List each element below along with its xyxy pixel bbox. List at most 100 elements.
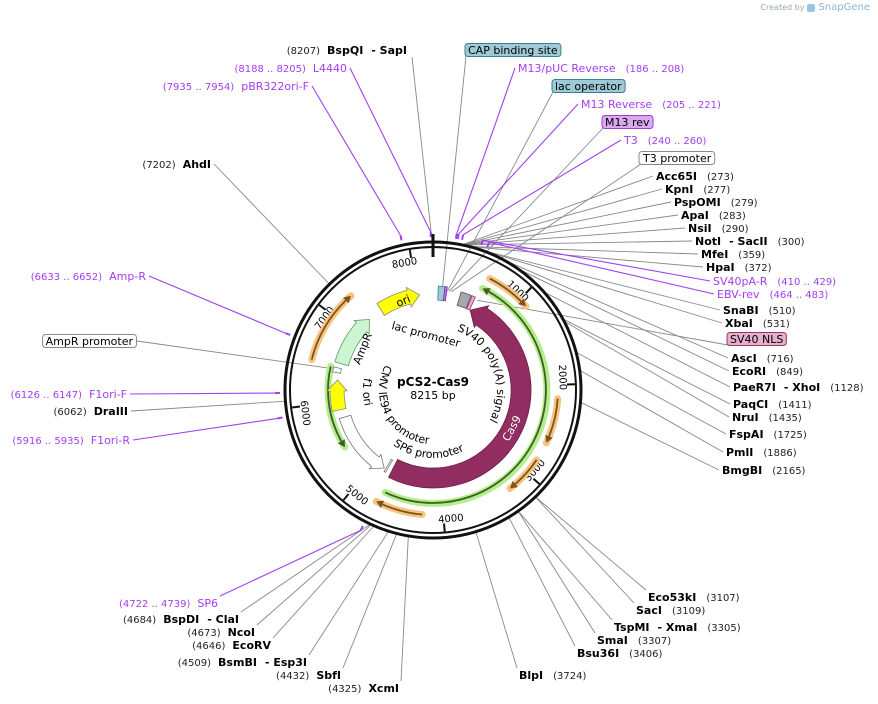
orf-orange-arrow-line xyxy=(548,398,559,437)
label-text: Acc65I(273) xyxy=(656,170,734,183)
snapgene-logo-icon xyxy=(807,3,816,12)
enzyme-label-ecorv[interactable]: (4646)EcoRV xyxy=(192,639,271,652)
label-text: FspAI(1725) xyxy=(729,428,807,441)
orf-orange-arrow-arrowhead xyxy=(545,434,553,443)
primer-label-amp-r[interactable]: (6633 .. 6652)Amp-R xyxy=(31,270,147,283)
feature-box-text: CAP binding site xyxy=(468,44,558,57)
enzyme-label-bmgbi[interactable]: BmgBI(2165) xyxy=(722,464,806,477)
label-text: KpnI(277) xyxy=(665,183,730,196)
label-text: T3(240 .. 260) xyxy=(623,134,707,147)
orf-orange-arrow-line xyxy=(382,503,423,516)
leader-line xyxy=(213,163,330,284)
primer-label-sv40pa-r[interactable]: SV40pA-R (410 .. 429) xyxy=(713,275,836,288)
primer-label-m13-reverse[interactable]: M13 Reverse(205 .. 221) xyxy=(581,98,721,111)
enzyme-label-acc65i[interactable]: Acc65I(273) xyxy=(656,170,734,183)
primer-label-m13-puc-reverse[interactable]: M13/pUC Reverse(186 .. 208) xyxy=(518,62,684,75)
enzyme-label-draiii[interactable]: (6062)DraIII xyxy=(53,405,128,418)
enzyme-label-smai[interactable]: SmaI(3307) xyxy=(597,634,671,647)
primer-label-ebv-rev[interactable]: EBV-rev(464 .. 483) xyxy=(717,288,828,301)
enzyme-label-ncoi[interactable]: (4673)NcoI xyxy=(187,626,255,639)
label-text: (8207)BspQI- SapI xyxy=(287,44,407,57)
location-text: (4432) xyxy=(276,671,309,682)
leader-line xyxy=(136,340,338,370)
enzyme-label-hpai[interactable]: HpaI(372) xyxy=(706,261,772,274)
location-text: (273) xyxy=(707,172,734,183)
location-text: (5916 .. 5935) xyxy=(12,436,84,447)
box-label-lac-operator[interactable]: lac operator xyxy=(551,79,626,94)
enzyme-label-pmli[interactable]: PmlI(1886) xyxy=(726,446,797,459)
label-text: EBV-rev(464 .. 483) xyxy=(717,288,828,301)
orf-green-arrow-arrowhead xyxy=(482,288,491,296)
enzyme-label-ecori[interactable]: EcoRI(849) xyxy=(732,365,803,378)
primer-label-f1ori-r[interactable]: (5916 .. 5935)F1ori-R xyxy=(12,434,130,447)
enzyme-name: AscI xyxy=(731,352,757,365)
feature-box xyxy=(42,334,137,348)
enzyme-label-paqci[interactable]: PaqCI(1411) xyxy=(733,398,812,411)
label-text: NotI- SacII(300) xyxy=(695,235,805,248)
feature-box xyxy=(551,79,626,93)
label-text: SnaBI(510) xyxy=(723,304,796,317)
label-text: (4432)SbfI xyxy=(276,669,341,682)
leader-line xyxy=(474,246,704,268)
primer-name: SP6 xyxy=(197,597,218,610)
box-label-m13-rev[interactable]: M13 rev xyxy=(601,115,654,130)
leader-line xyxy=(564,319,731,405)
location-text: (3107) xyxy=(706,593,739,604)
enzyme-label-eco53ki[interactable]: Eco53kI(3107) xyxy=(648,591,740,604)
leader-line xyxy=(219,529,361,597)
leader-line xyxy=(447,91,554,292)
enzyme-label-sbfi[interactable]: (4432)SbfI xyxy=(276,669,341,682)
enzyme-label-blpi[interactable]: BlpI(3724) xyxy=(519,669,586,682)
enzyme-label-apai[interactable]: ApaI(283) xyxy=(681,209,746,222)
enzyme-name: NsiI xyxy=(688,222,712,235)
primer-label-t3[interactable]: T3(240 .. 260) xyxy=(623,134,707,147)
enzyme-label-mfei[interactable]: MfeI(359) xyxy=(701,248,765,261)
box-label-t3-promoter[interactable]: T3 promoter xyxy=(638,151,716,166)
enzyme-label-nsii[interactable]: NsiI(290) xyxy=(688,222,749,235)
leader-line xyxy=(342,534,397,669)
leader-line xyxy=(581,402,720,471)
enzyme-name: Bsu36I xyxy=(577,647,619,660)
primer-site-mark xyxy=(359,525,364,531)
enzyme-label-kpni[interactable]: KpnI(277) xyxy=(665,183,730,196)
enzyme-label-ahdi[interactable]: (7202)AhdI xyxy=(142,158,211,171)
enzyme-label-xbai[interactable]: XbaI(531) xyxy=(725,317,790,330)
cas9-feature-arrow xyxy=(387,305,532,489)
primer-label-sp6[interactable]: (4722 .. 4739)SP6 xyxy=(119,597,218,610)
enzyme-name: PspOMI xyxy=(674,196,721,209)
location-text: (410 .. 429) xyxy=(777,277,836,288)
enzyme-label-paer7i[interactable]: PaeR7I- XhoI(1128) xyxy=(733,381,864,394)
enzyme-label-bspqi[interactable]: (8207)BspQI- SapI xyxy=(287,44,407,57)
ruler-tick-label: 8000 xyxy=(391,256,418,271)
label-text: SV40pA-R (410 .. 429) xyxy=(713,275,836,288)
primer-site-mark xyxy=(480,239,484,246)
box-label-cap-binding-site[interactable]: CAP binding site xyxy=(464,43,562,58)
leader-line xyxy=(311,85,401,236)
enzyme-label-xcmi[interactable]: (4325)XcmI xyxy=(328,682,399,695)
enzyme-label-asci[interactable]: AscI(716) xyxy=(731,352,794,365)
primer-name: SV40pA-R xyxy=(713,275,768,288)
enzyme-label-saci[interactable]: SacI(3109) xyxy=(636,604,705,617)
box-label-ampr-promoter[interactable]: AmpR promoter xyxy=(42,334,137,349)
enzyme-name: ApaI xyxy=(681,209,709,222)
enzyme-label-tspmi[interactable]: TspMI- XmaI(3305) xyxy=(614,621,741,634)
enzyme-label-noti[interactable]: NotI- SacII(300) xyxy=(695,235,805,248)
primer-label-pbr322ori-f[interactable]: (7935 .. 7954)pBR322ori-F xyxy=(163,80,309,93)
leader-line xyxy=(256,524,371,626)
label-text: NsiI(290) xyxy=(688,222,749,235)
primer-label-l4440[interactable]: (8188 .. 8205)L4440 xyxy=(234,62,347,75)
primer-label-f1ori-f[interactable]: (6126 .. 6147)F1ori-F xyxy=(11,388,127,401)
leader-line xyxy=(482,239,711,282)
enzyme-label-bsu36i[interactable]: Bsu36I(3406) xyxy=(577,647,663,660)
leader-line xyxy=(240,524,370,613)
enzyme-label-pspomi[interactable]: PspOMI(279) xyxy=(674,196,758,209)
enzyme-label-bspdi[interactable]: (4684)BspDI- ClaI xyxy=(123,613,239,626)
enzyme-label-fspai[interactable]: FspAI(1725) xyxy=(729,428,807,441)
enzyme-name: XcmI xyxy=(368,682,399,695)
box-label-sv40-nls[interactable]: SV40 NLS xyxy=(726,332,787,347)
enzyme-label-snabi[interactable]: SnaBI(510) xyxy=(723,304,796,317)
sv40-nls-feature xyxy=(466,295,476,311)
enzyme-name: MfeI xyxy=(701,248,728,261)
enzyme-label-bsmbi[interactable]: (4509)BsmBI- Esp3I xyxy=(178,656,307,669)
enzyme-label-nrui[interactable]: NruI(1435) xyxy=(732,411,802,424)
